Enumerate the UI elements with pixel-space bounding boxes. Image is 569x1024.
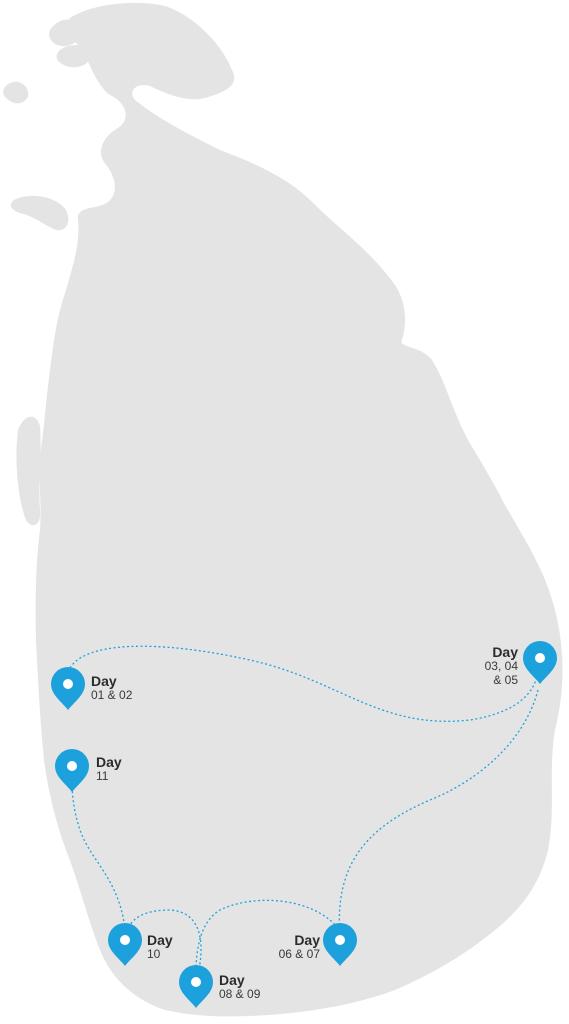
stop-days: 06 & 07 xyxy=(278,947,320,962)
stop-label-day-03-04-05: Day 03, 04 & 05 xyxy=(462,644,518,688)
stop-title: Day xyxy=(96,754,122,770)
stop-days: 10 xyxy=(147,947,161,962)
pin-icon-day-03-04-05[interactable] xyxy=(523,641,557,684)
route-segment-3 xyxy=(195,899,339,983)
stop-days: 01 & 02 xyxy=(91,688,133,703)
route-segment-2 xyxy=(338,689,539,937)
stop-title: Day xyxy=(492,644,518,660)
stop-label-day-06-07: Day 06 & 07 xyxy=(262,932,320,962)
island-landmass xyxy=(3,2,563,1017)
stop-label-day-10: Day 10 xyxy=(147,932,173,962)
stop-label-day-08-09: Day 08 & 09 xyxy=(219,972,260,1002)
stop-title: Day xyxy=(294,932,320,948)
pin-icon-day-10[interactable] xyxy=(108,923,142,966)
stop-title: Day xyxy=(219,972,245,988)
stop-days: 03, 04 & 05 xyxy=(484,659,518,687)
stop-title: Day xyxy=(147,932,173,948)
west-peninsula xyxy=(10,195,69,231)
pin-icon-day-06-07[interactable] xyxy=(323,923,357,966)
pin-icon-day-08-09[interactable] xyxy=(179,965,213,1008)
map-pins xyxy=(51,641,557,1008)
stop-label-day-11: Day 11 xyxy=(96,754,122,784)
pin-icon-day-01-02[interactable] xyxy=(51,667,85,710)
north-islet xyxy=(49,19,83,47)
route-segment-1 xyxy=(67,645,539,722)
stop-label-day-01-02: Day 01 & 02 xyxy=(91,673,132,703)
north-islet-2 xyxy=(56,45,91,68)
west-spit xyxy=(16,416,41,526)
stop-title: Day xyxy=(91,673,117,689)
west-islet xyxy=(3,81,29,104)
stop-days: 08 & 09 xyxy=(219,987,261,1002)
stop-days: 11 xyxy=(96,769,109,784)
main-island xyxy=(35,2,563,1017)
pin-icon-day-11[interactable] xyxy=(55,749,89,792)
